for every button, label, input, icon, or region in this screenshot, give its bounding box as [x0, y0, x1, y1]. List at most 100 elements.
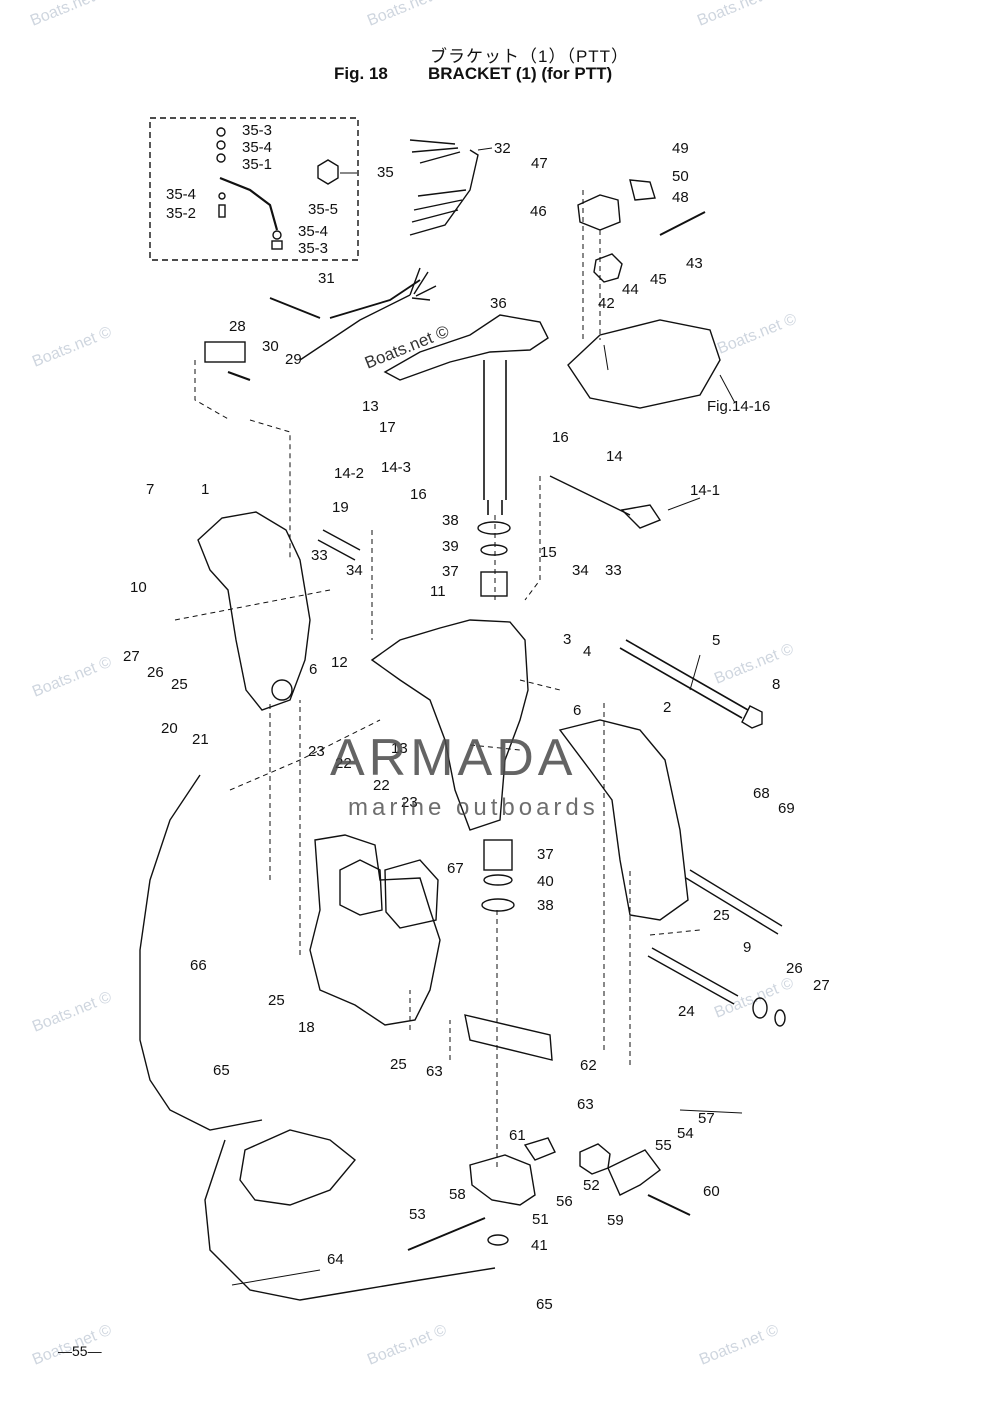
part-37-bush	[483, 839, 513, 871]
figure-number: Fig. 18	[334, 64, 388, 83]
part-callout: 16	[552, 429, 569, 446]
part-callout: 39	[442, 538, 459, 555]
part-46-bracket	[577, 194, 621, 231]
part-callout: 35-3	[298, 240, 329, 257]
part-callout: 8	[772, 676, 781, 693]
part-callout: 52	[583, 1177, 600, 1194]
part-59-cover	[607, 1149, 661, 1196]
part-callout: 18	[298, 1019, 315, 1036]
part-callout: 51	[532, 1211, 549, 1228]
page-number: —55—	[58, 1343, 102, 1359]
part-40-washer	[483, 874, 513, 886]
part-48-clip	[629, 179, 656, 201]
part-66-cable	[139, 774, 263, 1131]
part-callout: 60	[703, 1183, 720, 1200]
part-callout: 34	[572, 562, 589, 579]
part-14-16-reference	[567, 319, 721, 409]
part-callout: 1	[201, 481, 210, 498]
part-callout: 38	[442, 512, 459, 529]
part-35-washer	[218, 192, 226, 200]
part-callout: 22	[335, 755, 352, 772]
diagram-title-japanese: ブラケット（1）（PTT）	[430, 47, 630, 66]
part-callout: 34	[346, 562, 363, 579]
part-39-washer	[480, 544, 508, 556]
brand-logo-text: ARMADA	[330, 729, 577, 787]
part-27-ring	[774, 1009, 786, 1027]
part-callout: 20	[161, 720, 178, 737]
part-35-washer	[216, 140, 226, 150]
part-callout: 58	[449, 1186, 466, 1203]
part-callout: 33	[605, 562, 622, 579]
part-callout: 12	[331, 654, 348, 671]
part-31-leads	[409, 267, 437, 301]
part-64-cable	[204, 1139, 496, 1301]
part-callout: 50	[672, 168, 689, 185]
part-callout: 43	[686, 255, 703, 272]
part-callout: 22	[373, 777, 390, 794]
part-callout: 65	[536, 1296, 553, 1313]
part-callout: 44	[622, 281, 639, 298]
part-callout: 45	[650, 271, 667, 288]
part-37-bush	[480, 571, 508, 597]
part-24-rod	[647, 947, 739, 1005]
part-callout: 23	[401, 794, 418, 811]
part-callout: 29	[285, 351, 302, 368]
part-callout: 35-5	[308, 201, 339, 218]
part-callout: 49	[672, 140, 689, 157]
part-41-washer	[487, 1234, 509, 1246]
part-callout: 27	[813, 977, 830, 994]
part-35-rod	[219, 176, 279, 231]
part-53-bolt	[407, 1217, 486, 1251]
part-callout: 3	[563, 631, 572, 648]
part-callout: 47	[531, 155, 548, 172]
part-5-tube	[619, 639, 749, 719]
part-callout: 10	[130, 579, 147, 596]
part-2-clamp-bracket	[558, 719, 689, 921]
part-callout: 6	[573, 702, 582, 719]
part-19-pin	[317, 529, 361, 561]
part-36-steering-arm	[383, 314, 549, 381]
part-11-swivel-bracket	[370, 619, 529, 831]
part-callout: 6	[309, 661, 318, 678]
part-callout: 68	[753, 785, 770, 802]
part-callout: 37	[537, 846, 554, 863]
inset-box-35	[149, 117, 359, 261]
part-callout: 54	[677, 1125, 694, 1142]
part-callout: 24	[678, 1003, 695, 1020]
part-callout: 35-3	[242, 122, 273, 139]
part-35-bolt	[218, 204, 226, 218]
part-callout: 26	[147, 664, 164, 681]
part-callout: 15	[540, 544, 557, 561]
part-1-bolt-hole	[271, 679, 293, 701]
part-callout: 7	[146, 481, 155, 498]
part-35-bush	[216, 153, 226, 163]
part-callout: 25	[390, 1056, 407, 1073]
part-18-motor	[339, 859, 383, 916]
brand-tagline: marine outboards	[348, 794, 599, 821]
part-35-nut	[216, 127, 226, 137]
figure-reference-label: Fig.14-16	[707, 398, 771, 415]
part-38-washer	[481, 898, 515, 912]
part-callout: 46	[530, 203, 547, 220]
part-callout: 25	[268, 992, 285, 1009]
part-32-leads	[409, 139, 467, 223]
figure-title: BRACKET (1) (for PTT)	[428, 64, 613, 83]
part-callout: 31	[318, 270, 335, 287]
part-callout: 13	[362, 398, 379, 415]
part-31-cable	[299, 294, 411, 361]
part-callout: 35-4	[166, 186, 197, 203]
part-callout: 17	[379, 419, 396, 436]
part-callout: 55	[655, 1137, 672, 1154]
part-callout: 40	[537, 873, 554, 890]
part-14-rod	[549, 475, 631, 516]
part-32-harness	[409, 149, 479, 236]
part-35-nut	[271, 240, 283, 250]
part-callout: 13	[391, 740, 408, 757]
part-callout: 11	[430, 583, 446, 600]
part-28-clip	[204, 341, 246, 363]
part-callout: 65	[213, 1062, 230, 1079]
part-callout: 59	[607, 1212, 624, 1229]
part-callout: 42	[598, 295, 615, 312]
part-callout: 5	[712, 632, 721, 649]
